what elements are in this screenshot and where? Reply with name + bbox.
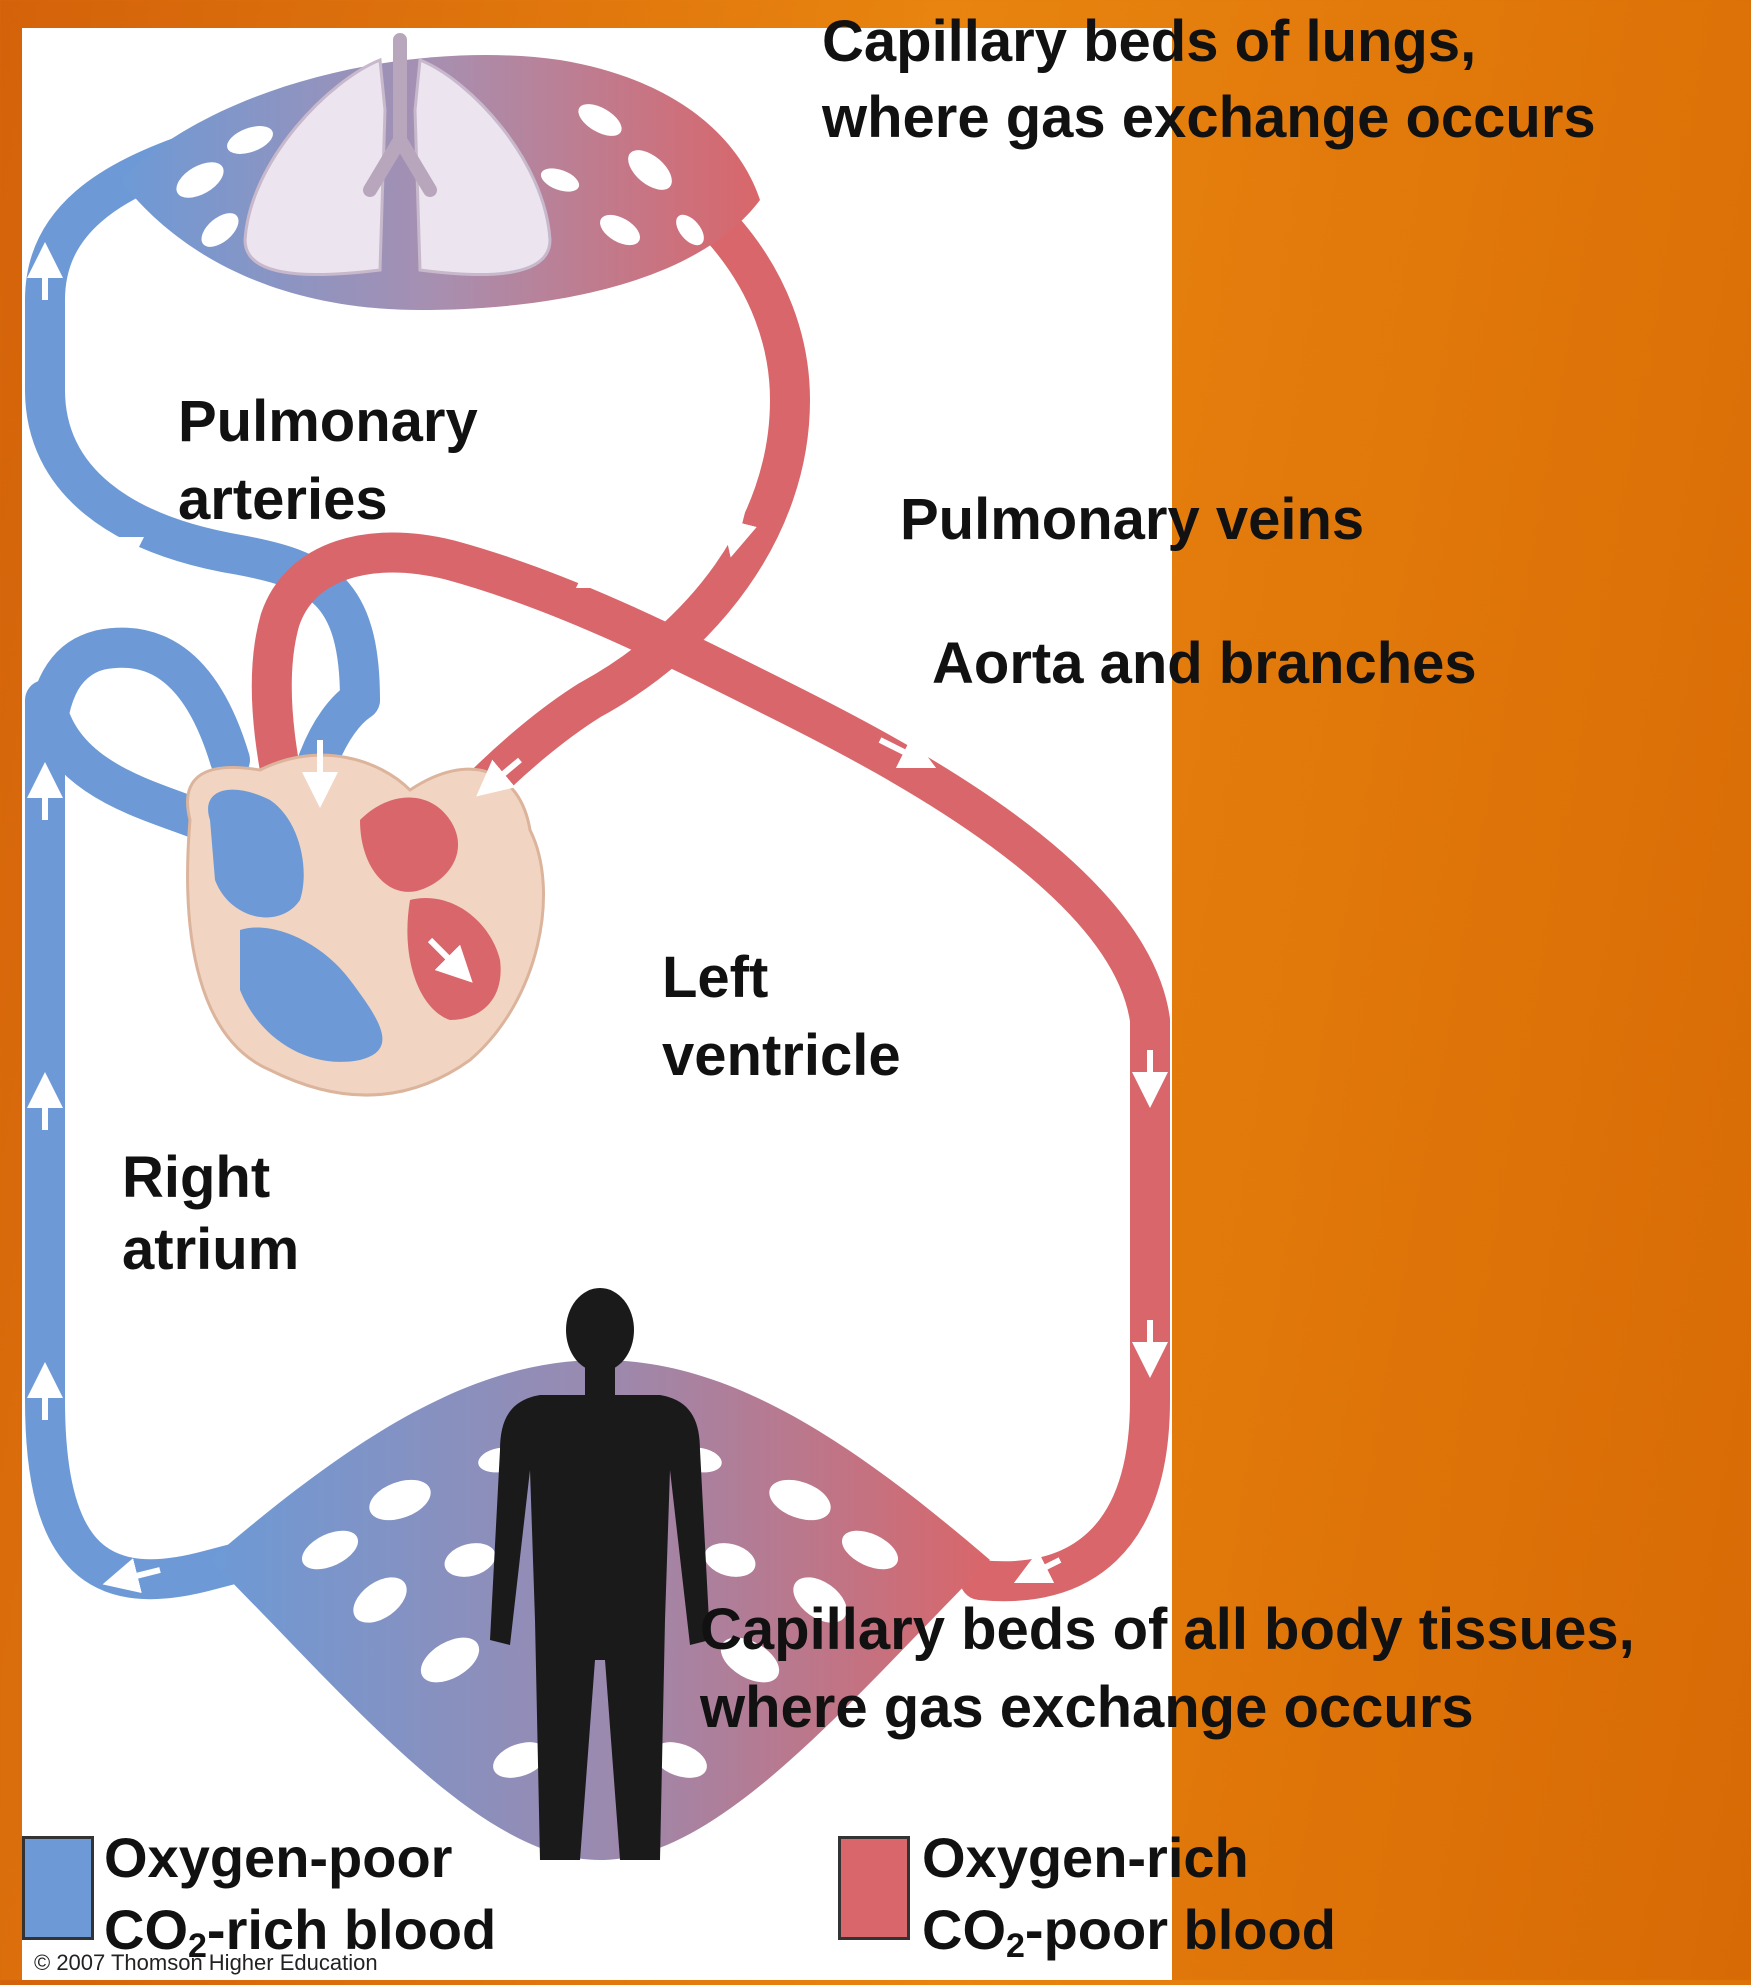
copyright-text: © 2007 Thomson Higher Education bbox=[34, 1950, 378, 1976]
right-atrium-label-line1: Right bbox=[122, 1140, 270, 1216]
oxygen-poor-label-line1: Oxygen-poor bbox=[104, 1824, 452, 1892]
oxygen-poor-swatch bbox=[22, 1836, 94, 1940]
lung-capillaries-label-line2: where gas exchange occurs bbox=[822, 80, 1596, 156]
left-ventricle-label-line2: ventricle bbox=[662, 1018, 901, 1094]
body-capillaries-label-line2: where gas exchange occurs bbox=[700, 1670, 1474, 1746]
pulmonary-arteries-label-line1: Pulmonary bbox=[178, 384, 478, 460]
oxygen-rich-swatch bbox=[838, 1836, 910, 1940]
oxygen-rich-label-line1: Oxygen-rich bbox=[922, 1824, 1249, 1892]
left-ventricle-label-line1: Left bbox=[662, 940, 768, 1016]
pulmonary-veins-label: Pulmonary veins bbox=[900, 482, 1364, 558]
lung-capillaries-label-line1: Capillary beds of lungs, bbox=[822, 4, 1476, 80]
right-atrium-label-line2: atrium bbox=[122, 1212, 299, 1288]
body-capillaries-label-line1: Capillary beds of all body tissues, bbox=[700, 1592, 1635, 1668]
pulmonary-arteries-label-line2: arteries bbox=[178, 462, 388, 538]
aorta-label: Aorta and branches bbox=[932, 626, 1477, 702]
oxygen-rich-label-line2: CO2-poor blood bbox=[922, 1896, 1336, 1980]
